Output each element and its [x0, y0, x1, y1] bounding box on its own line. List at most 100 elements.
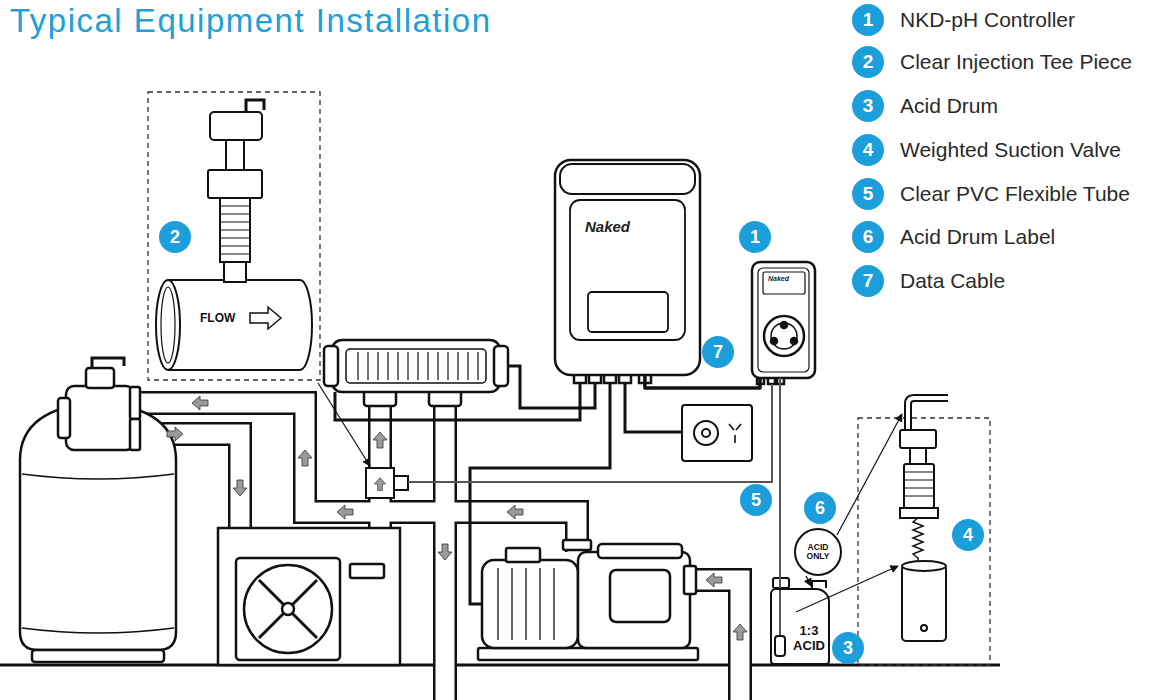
chlorinator-housing: [560, 164, 695, 194]
callout-number: 1: [739, 221, 771, 253]
part-name: NKD-pH Controller: [900, 8, 1075, 32]
callout-number: 5: [740, 484, 772, 516]
suction-valve-detail: [904, 464, 934, 508]
ph-controller-housing: [771, 338, 777, 344]
flexible-tube: [408, 384, 772, 482]
acid-drum-label: ACID ONLY: [794, 528, 842, 576]
key-item: 2 Clear Injection Tee Piece: [852, 46, 1132, 78]
heat-pump: [350, 564, 384, 578]
inset-frame: [858, 418, 990, 665]
tee-detail: [156, 100, 312, 370]
tee-detail: [168, 280, 312, 370]
pump: [598, 544, 682, 558]
leader-line: [837, 414, 902, 535]
callout-number: 4: [952, 519, 984, 551]
ph-controller-housing: [763, 272, 805, 294]
suction-valve-detail: [902, 565, 946, 641]
tee-detail: [224, 262, 246, 282]
suction-valve-detail: [902, 561, 946, 571]
flow-arrow: [733, 624, 747, 640]
callout-number: 6: [804, 492, 836, 524]
pipe-bore: [436, 400, 455, 700]
callout-number: 2: [159, 221, 191, 253]
flow-arrow: [233, 480, 247, 496]
chlorinator-cell: [346, 349, 486, 383]
heat-pump: [218, 528, 400, 665]
heat-pump: [218, 528, 400, 665]
pump: [478, 648, 698, 660]
inset-frame: [148, 92, 320, 380]
pump: [563, 540, 591, 550]
pump: [506, 548, 540, 562]
callout-number: 6: [804, 492, 836, 524]
brand-logo: Naked: [585, 218, 630, 235]
pipe-outline: [690, 580, 740, 700]
part-name: Clear PVC Flexible Tube: [900, 182, 1130, 206]
part-name: Clear Injection Tee Piece: [900, 50, 1132, 74]
chlorinator-housing: [570, 200, 685, 340]
suction-valve-detail: [904, 472, 934, 496]
suction-valve-detail: [900, 398, 948, 641]
callout-number: 1: [739, 221, 771, 253]
callout-number: 4: [952, 519, 984, 551]
leader-line: [318, 383, 370, 466]
callout-number: 2: [852, 46, 884, 78]
callout-number: 3: [852, 90, 884, 122]
chlorinator-cell: [494, 346, 508, 386]
chlorinator-control-box: Naked: [555, 160, 700, 375]
heat-pump: [282, 603, 294, 615]
acid-drum-detail: [775, 636, 785, 656]
power-cable: [470, 383, 610, 604]
pipe-outline: [433, 400, 457, 700]
sand-filter: [22, 474, 174, 479]
part-name: Weighted Suction Valve: [900, 138, 1121, 162]
flow-arrow: [167, 427, 183, 441]
tee-detail: [226, 140, 244, 170]
tee-detail: [220, 198, 250, 262]
power-outlet: [702, 429, 710, 437]
heat-pump: [259, 580, 317, 638]
tee-detail: [156, 280, 180, 370]
callout-number: 4: [852, 134, 884, 166]
acid-drum-detail: [812, 581, 826, 588]
tee-detail: [220, 206, 250, 254]
flow-arrow: [374, 478, 385, 491]
leader-line: [806, 576, 811, 586]
power-outlet: [729, 424, 741, 443]
sand-filter: [92, 358, 124, 368]
key-item: 1 NKD-pH Controller: [852, 4, 1075, 36]
pump: [610, 570, 670, 622]
power-cable: [508, 366, 595, 408]
pipe-bore: [132, 400, 740, 700]
ph-controller-housing: [771, 323, 797, 349]
flow-arrow: [438, 544, 452, 560]
key-item: 5Clear PVC Flexible Tube: [852, 178, 1130, 210]
part-name: Acid Drum: [900, 94, 998, 118]
part-name: Data Cable: [900, 269, 1005, 293]
power-outlet: [682, 405, 752, 461]
pipe-bore: [690, 580, 740, 700]
sand-filter: [86, 368, 114, 388]
flow-arrow: [373, 432, 387, 448]
callout-number: 2: [159, 221, 191, 253]
callout-number: 1: [852, 4, 884, 36]
pump: [498, 568, 554, 640]
flow-arrow: [507, 505, 523, 519]
power-cable: [335, 383, 580, 420]
pump: [482, 560, 578, 648]
callout-number: 6: [852, 221, 884, 253]
heat-pump: [236, 558, 340, 660]
key-item: 4 Weighted Suction Valve: [852, 134, 1121, 166]
brand-logo: Naked: [768, 275, 789, 282]
ph-controller-housing: [781, 322, 787, 328]
chlorinator-housing: [555, 160, 700, 383]
callout-number: 3: [832, 632, 864, 664]
injection-tee: [366, 468, 408, 498]
suction-valve-detail: [921, 625, 927, 631]
suction-valve-detail: [913, 518, 923, 565]
flow-arrow: [192, 396, 208, 410]
power-cable: [335, 366, 694, 604]
acid-drum-detail: [779, 590, 781, 636]
chlorinator-cell: [358, 352, 478, 380]
